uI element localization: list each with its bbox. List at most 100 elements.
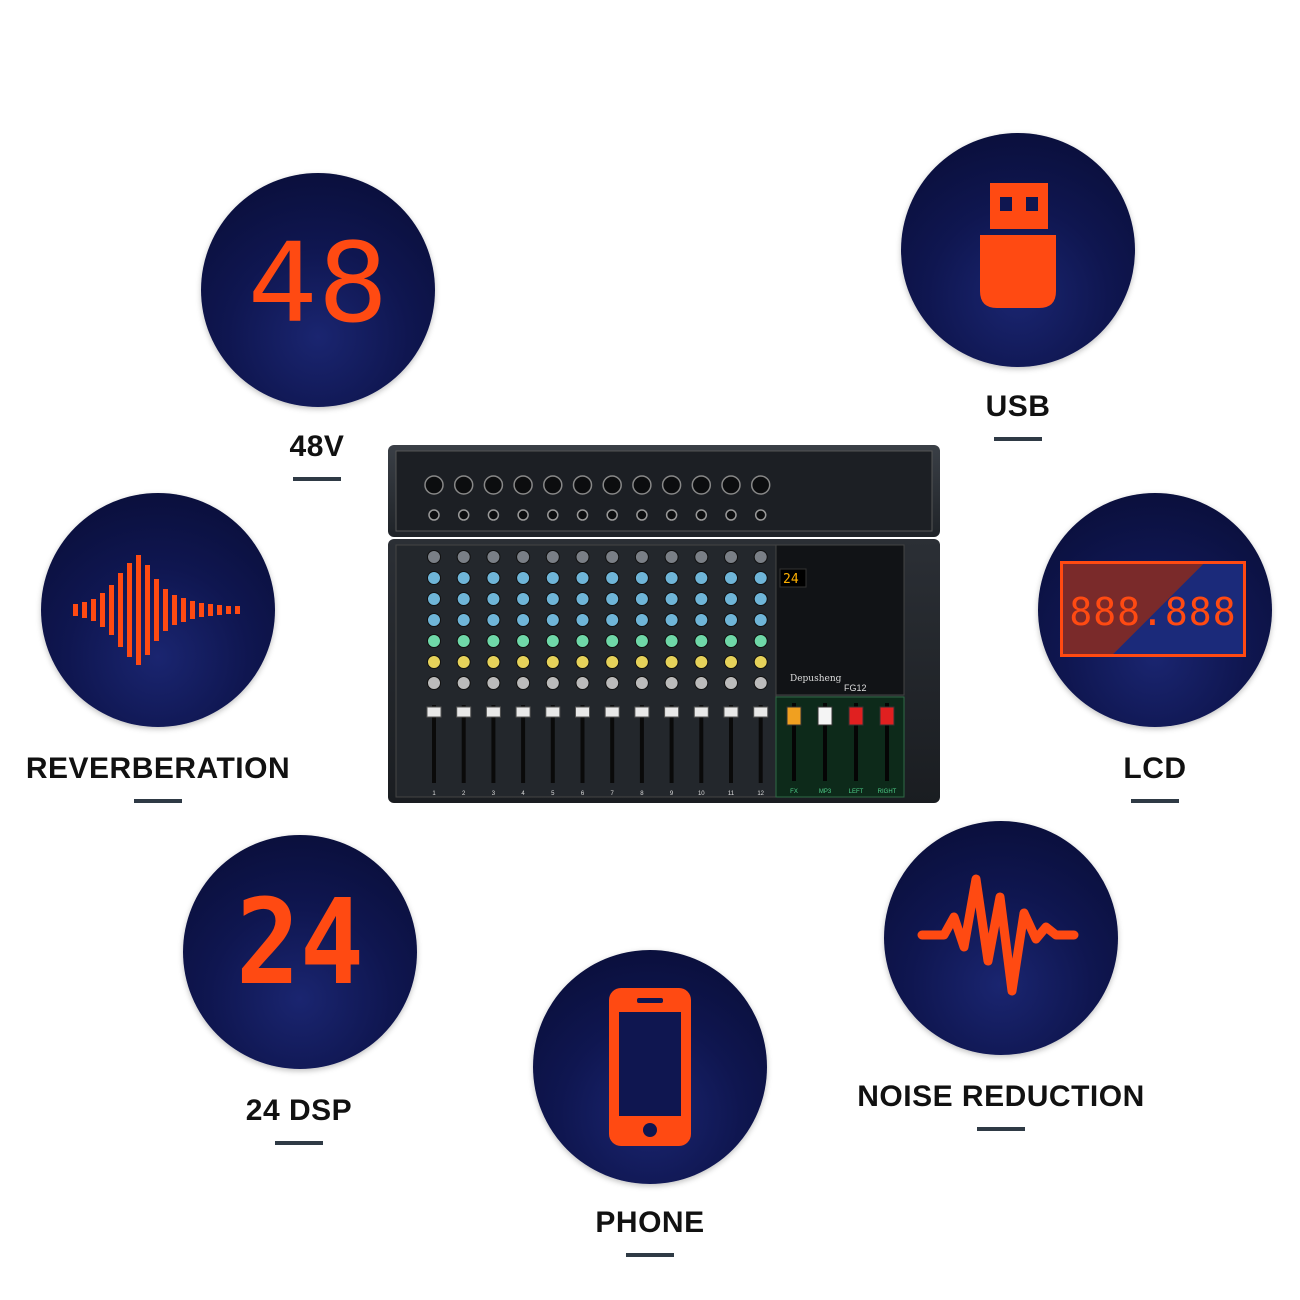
channel-number: 3 [492, 791, 496, 797]
channel-knob [427, 634, 441, 648]
channel-knob [724, 592, 738, 606]
channel-knob [456, 655, 471, 669]
line-input-jack [457, 509, 470, 521]
master-fader-label: FX [790, 789, 798, 795]
channel-knob [634, 613, 649, 627]
mixer-model: FG12 [844, 683, 867, 693]
master-fader-cap [848, 706, 864, 726]
channel-knob [427, 592, 441, 606]
channel-knob [605, 676, 620, 690]
channel-knob [545, 613, 560, 627]
master-fader-cap [817, 706, 833, 726]
channel-knob [664, 571, 679, 585]
fader-cap [456, 706, 472, 718]
channel-number: 12 [757, 791, 764, 797]
master-fader-cap [879, 706, 895, 726]
fader-slot [432, 705, 436, 783]
channel-knob [724, 655, 738, 669]
mixer-effects-section [775, 544, 905, 696]
channel-knob [427, 613, 441, 627]
xlr-input-jack [513, 475, 533, 495]
channel-knob [545, 676, 560, 690]
channel-knob [664, 550, 679, 564]
channel-knob [486, 550, 501, 564]
channel-number: 5 [551, 791, 555, 797]
channel-number: 6 [581, 791, 585, 797]
channel-knob [753, 634, 768, 648]
channel-knob [516, 655, 531, 669]
lcd-digits: 888.888 [1069, 590, 1237, 634]
underline [994, 437, 1042, 441]
channel-knob [427, 655, 441, 669]
display-24: 24 [236, 873, 364, 1011]
number-48-icon: 48 [201, 173, 435, 407]
fader-slot [758, 705, 763, 783]
channel-knob [486, 571, 501, 585]
channel-knob [575, 592, 590, 606]
channel-knob [664, 613, 679, 627]
channel-number: 9 [670, 791, 674, 797]
channel-knob [694, 655, 709, 669]
fader-slot [729, 705, 733, 783]
fader-cap [545, 706, 561, 718]
channel-knob [486, 592, 501, 606]
channel-knob [724, 676, 738, 690]
master-fader-label: RIGHT [878, 789, 897, 795]
channel-number: 10 [698, 791, 705, 797]
display-48: 48 [248, 219, 388, 347]
line-input-jack [576, 509, 589, 521]
channel-knob [545, 655, 560, 669]
channel-number: 7 [611, 791, 615, 797]
channel-knob [634, 676, 649, 690]
master-fader-slot [885, 703, 889, 781]
channel-knob [456, 550, 471, 564]
fader-cap [485, 706, 501, 718]
underline [275, 1141, 323, 1145]
channel-knob [724, 613, 738, 627]
master-fader-slot [854, 703, 858, 781]
master-fader-label: LEFT [849, 789, 864, 795]
xlr-input-jack [750, 475, 771, 495]
underline [134, 799, 182, 803]
xlr-input-jack [483, 475, 504, 495]
fader-cap [693, 706, 709, 718]
line-input-jack [428, 509, 440, 521]
channel-knob [753, 613, 768, 627]
xlr-input-jack [453, 475, 474, 495]
channel-knob [634, 550, 649, 564]
channel-knob [456, 676, 471, 690]
fader-slot [669, 705, 674, 783]
xlr-input-jack [632, 475, 652, 495]
channel-number: 1 [432, 791, 436, 797]
line-input-jack [487, 509, 500, 521]
fader-slot [461, 705, 466, 783]
channel-knob [486, 613, 501, 627]
fader-cap [604, 706, 620, 718]
channel-knob [575, 634, 590, 648]
fader-cap [426, 706, 442, 718]
fader-cap [515, 706, 531, 718]
xlr-input-jack [691, 475, 712, 495]
channel-knob [694, 571, 709, 585]
fader-slot [699, 705, 704, 783]
channel-knob [486, 676, 501, 690]
channel-knob [634, 634, 649, 648]
channel-knob [694, 613, 709, 627]
channel-knob [605, 613, 620, 627]
channel-number: 11 [728, 791, 735, 797]
channel-number: 4 [521, 791, 525, 797]
master-fader-slot [792, 703, 796, 781]
line-input-jack [517, 509, 529, 521]
line-input-jack [754, 509, 767, 521]
channel-knob [694, 550, 709, 564]
channel-knob [516, 634, 531, 648]
label-noise-reduction: NOISE REDUCTION [857, 1080, 1145, 1113]
channel-knob [545, 592, 560, 606]
channel-knob [486, 655, 501, 669]
channel-knob [664, 655, 679, 669]
fader-slot [639, 705, 644, 783]
channel-number: 8 [640, 791, 644, 797]
line-input-jack [606, 509, 618, 521]
channel-knob [664, 592, 679, 606]
xlr-input-jack [602, 475, 622, 495]
